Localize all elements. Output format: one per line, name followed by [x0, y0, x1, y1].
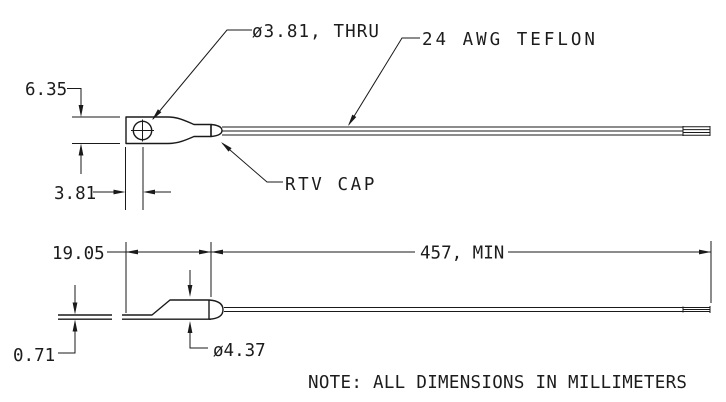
wire-callout-label: 24 AWG TEFLON — [422, 30, 598, 50]
dim-arrow-icon — [72, 302, 78, 315]
dim-arrow-icon — [126, 249, 138, 255]
hole-crosshair-icon — [131, 119, 154, 142]
dim-cap-diameter: ø4.37 — [187, 270, 266, 361]
dim-arrow-icon — [699, 249, 711, 255]
rtv-cap-callout: RTV CAP — [221, 142, 377, 195]
dim-lug-thickness-value: 0.71 — [13, 346, 55, 366]
lead-wire-side — [224, 306, 711, 313]
side-view: 19.05 457, MIN 0.71 ø4.37 — [13, 241, 712, 366]
dim-lug-height: 6.35 — [25, 80, 120, 174]
rtv-cap-label: RTV CAP — [285, 175, 377, 195]
dim-arrow-icon — [199, 249, 211, 255]
leader-arrow-icon — [221, 142, 232, 152]
dim-lug-length: 19.05 — [52, 242, 415, 313]
leader-arrow-icon — [152, 109, 162, 120]
dim-cap-diameter-value: ø4.37 — [213, 341, 266, 361]
drawing-note: NOTE: ALL DIMENSIONS IN MILLIMETERS — [308, 373, 687, 393]
rtv-cap-nose — [210, 123, 223, 138]
dim-arrow-icon — [113, 189, 126, 195]
dim-lead-length: 457, MIN — [211, 241, 712, 303]
dim-lug-height-value: 6.35 — [25, 80, 67, 100]
dim-arrow-icon — [211, 249, 223, 255]
dim-arrow-icon — [187, 285, 193, 297]
dim-hole-offset-value: 3.81 — [54, 184, 96, 204]
hole-callout-label: ø3.81, THRU — [252, 22, 380, 42]
rtv-cap-nose — [208, 299, 224, 320]
dim-hole-offset: 3.81 — [54, 147, 171, 210]
dim-arrow-icon — [72, 319, 78, 332]
leader-arrow-icon — [348, 114, 357, 126]
dim-arrow-icon — [143, 189, 155, 195]
flat-lug — [58, 299, 211, 320]
dim-arrow-icon — [78, 143, 84, 156]
dim-lead-length-value: 457, MIN — [420, 244, 504, 264]
hole-callout: ø3.81, THRU — [152, 22, 380, 120]
top-view: ø3.81, THRU 24 AWG TEFLON RTV CAP 6.35 — [25, 22, 711, 210]
dim-lug-length-value: 19.05 — [52, 244, 105, 264]
dim-arrow-icon — [78, 105, 84, 117]
dim-lug-thickness: 0.71 — [13, 285, 78, 366]
lead-wire-top — [222, 126, 711, 136]
wire-callout: 24 AWG TEFLON — [348, 30, 598, 126]
dim-arrow-icon — [187, 321, 193, 333]
